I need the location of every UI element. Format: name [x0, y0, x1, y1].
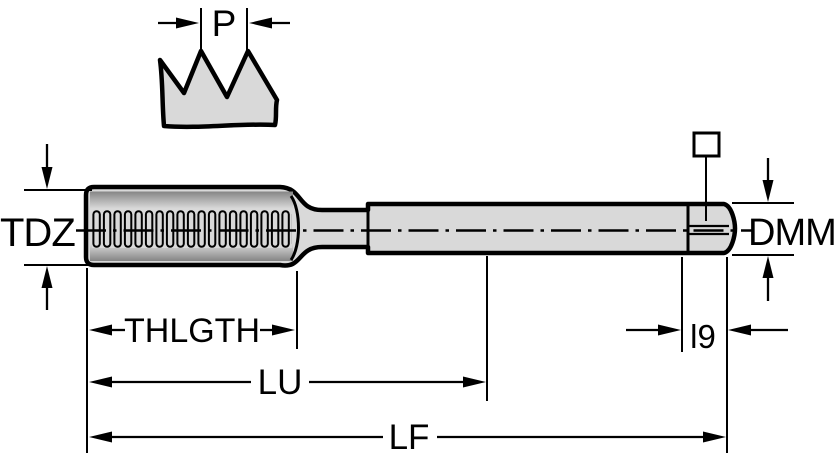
lf-arrowhead-left	[89, 431, 112, 443]
dmm-arrowhead-top	[762, 180, 774, 202]
dmm-label: DMM	[748, 212, 836, 254]
tap-body	[76, 184, 753, 268]
dimension-lu: LU	[89, 363, 486, 402]
dimension-l9: l9	[626, 318, 788, 355]
tdz-arrowhead-top	[41, 167, 53, 189]
thread-crest-shading-top	[90, 191, 293, 209]
thread-profile-shape	[157, 48, 280, 130]
lf-label: LF	[389, 418, 430, 457]
dimension-tdz: TDZ	[0, 144, 92, 310]
pitch-arrowhead-left	[176, 17, 199, 29]
thlgth-label: THLGTH	[124, 312, 260, 350]
dimension-thlgth: THLGTH	[89, 312, 295, 350]
thlgth-arrowhead-right	[272, 324, 295, 336]
lu-arrowhead-left	[89, 376, 112, 388]
l9-arrowhead-right	[728, 324, 751, 336]
thread-profile-detail: P	[157, 3, 290, 130]
dimension-dmm: DMM	[732, 158, 837, 301]
tdz-arrowhead-bottom	[41, 266, 53, 288]
thread-end-arc	[289, 195, 300, 261]
square-symbol-icon	[692, 131, 721, 158]
square-drive-callout	[692, 131, 721, 221]
tdz-label: TDZ	[0, 211, 75, 255]
thread-pattern-band	[92, 210, 292, 248]
dmm-arrowhead-bottom	[762, 256, 774, 278]
dimension-lf: LF	[89, 418, 726, 457]
lf-arrowhead-right	[703, 431, 726, 443]
l9-arrowhead-left	[658, 324, 681, 336]
lu-label: LU	[258, 363, 303, 402]
thread-crest-shading-bottom	[90, 244, 293, 261]
pitch-label: P	[212, 3, 237, 44]
thlgth-arrowhead-left	[89, 324, 112, 336]
l9-label: l9	[690, 318, 716, 355]
lu-arrowhead-right	[463, 376, 486, 388]
pitch-arrowhead-right	[249, 17, 272, 29]
